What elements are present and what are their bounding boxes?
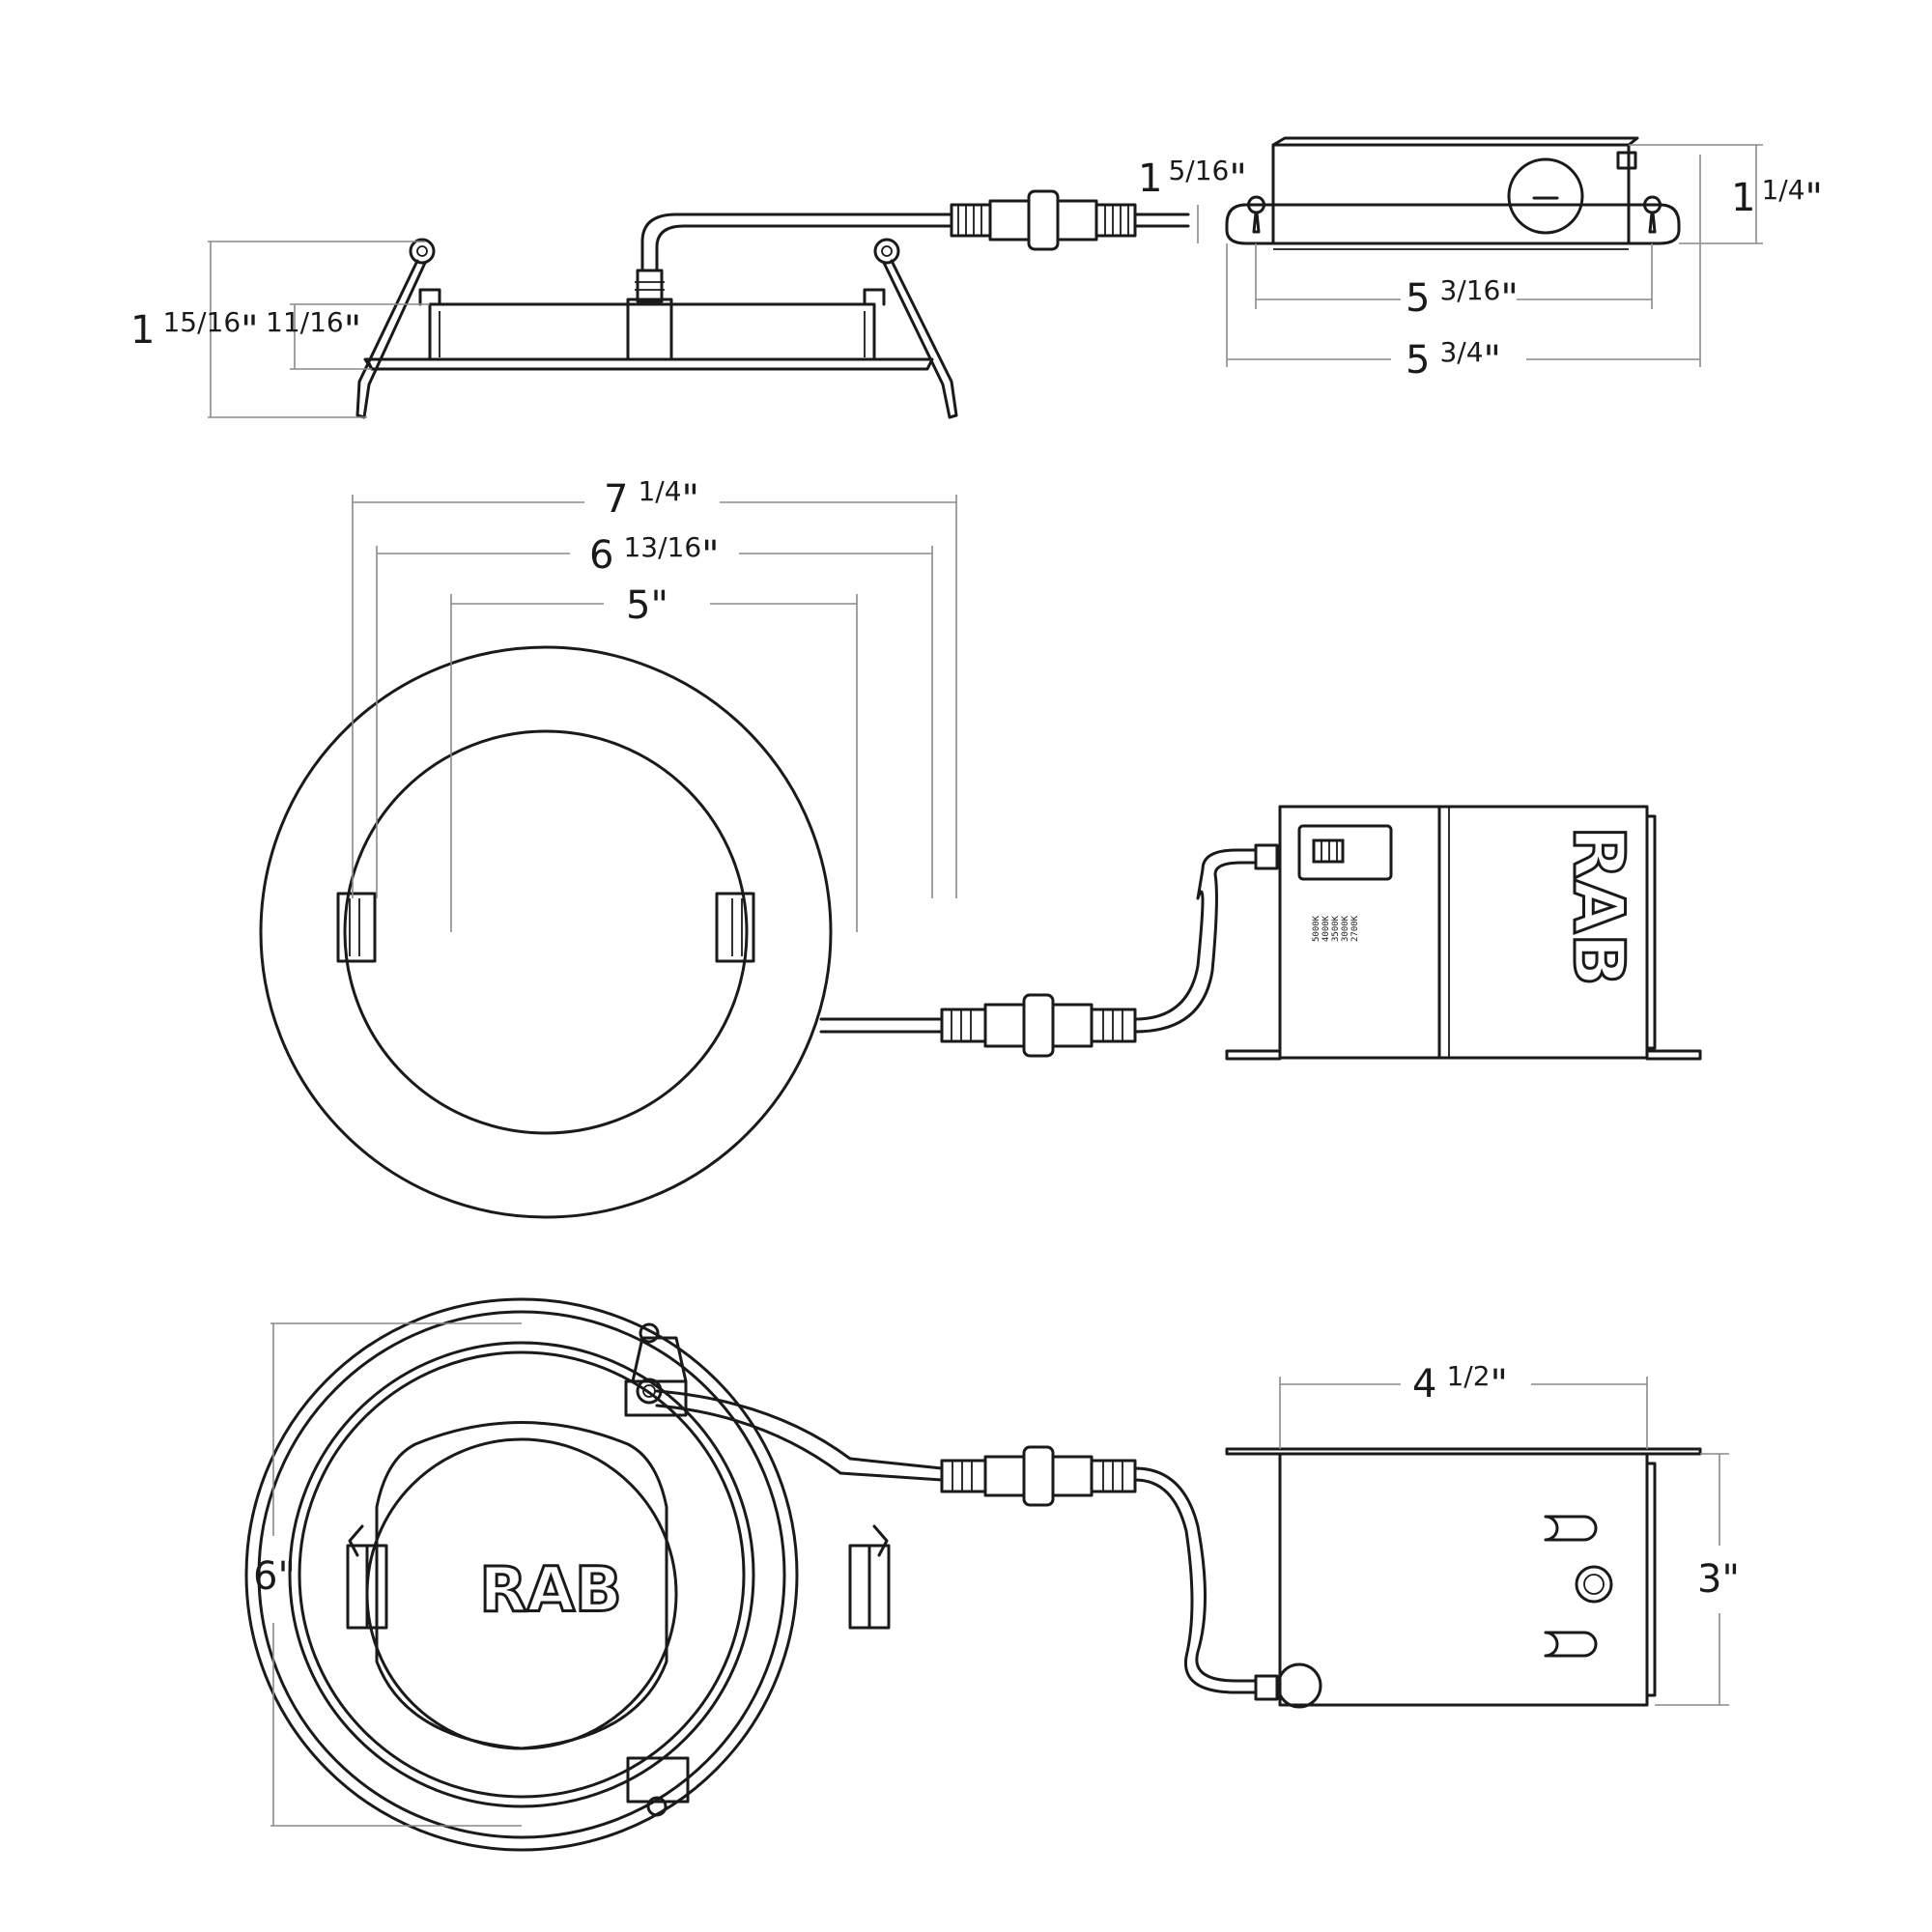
dimension-lines: [208, 144, 1763, 1827]
fixture-rab-logo: RAB: [479, 1555, 622, 1627]
cct-label-2: 4000K: [1321, 915, 1331, 942]
driver-rab-logo: RAB: [1558, 826, 1639, 986]
driver-side-view: [1225, 136, 1681, 250]
dim-driver-box-height: 3": [1697, 1557, 1740, 1602]
fixture-side-view: [355, 213, 958, 419]
cct-label-4: 3000K: [1341, 915, 1350, 942]
cct-label-1: 5000K: [1312, 915, 1321, 942]
driver-top-view: 5000K 4000K 3500K 3000K 2700K RAB: [1225, 805, 1702, 1061]
top-connector: [940, 843, 1279, 1058]
side-connector: [950, 189, 1190, 251]
back-connector: [655, 1389, 1322, 1709]
cct-label-5: 2700K: [1350, 915, 1360, 942]
dim-side-flange-height: 11/16": [266, 306, 361, 353]
fixture-back-view: RAB: [244, 1297, 891, 1852]
dim-back-height: 6": [253, 1554, 296, 1599]
cct-selector-labels: 5000K 4000K 3500K 3000K 2700K: [1312, 915, 1360, 942]
cct-label-3: 3500K: [1331, 915, 1341, 942]
dim-aperture: 5": [626, 583, 668, 628]
fixture-top-view: [259, 645, 944, 1219]
driver-back-view: [1225, 1447, 1702, 1707]
